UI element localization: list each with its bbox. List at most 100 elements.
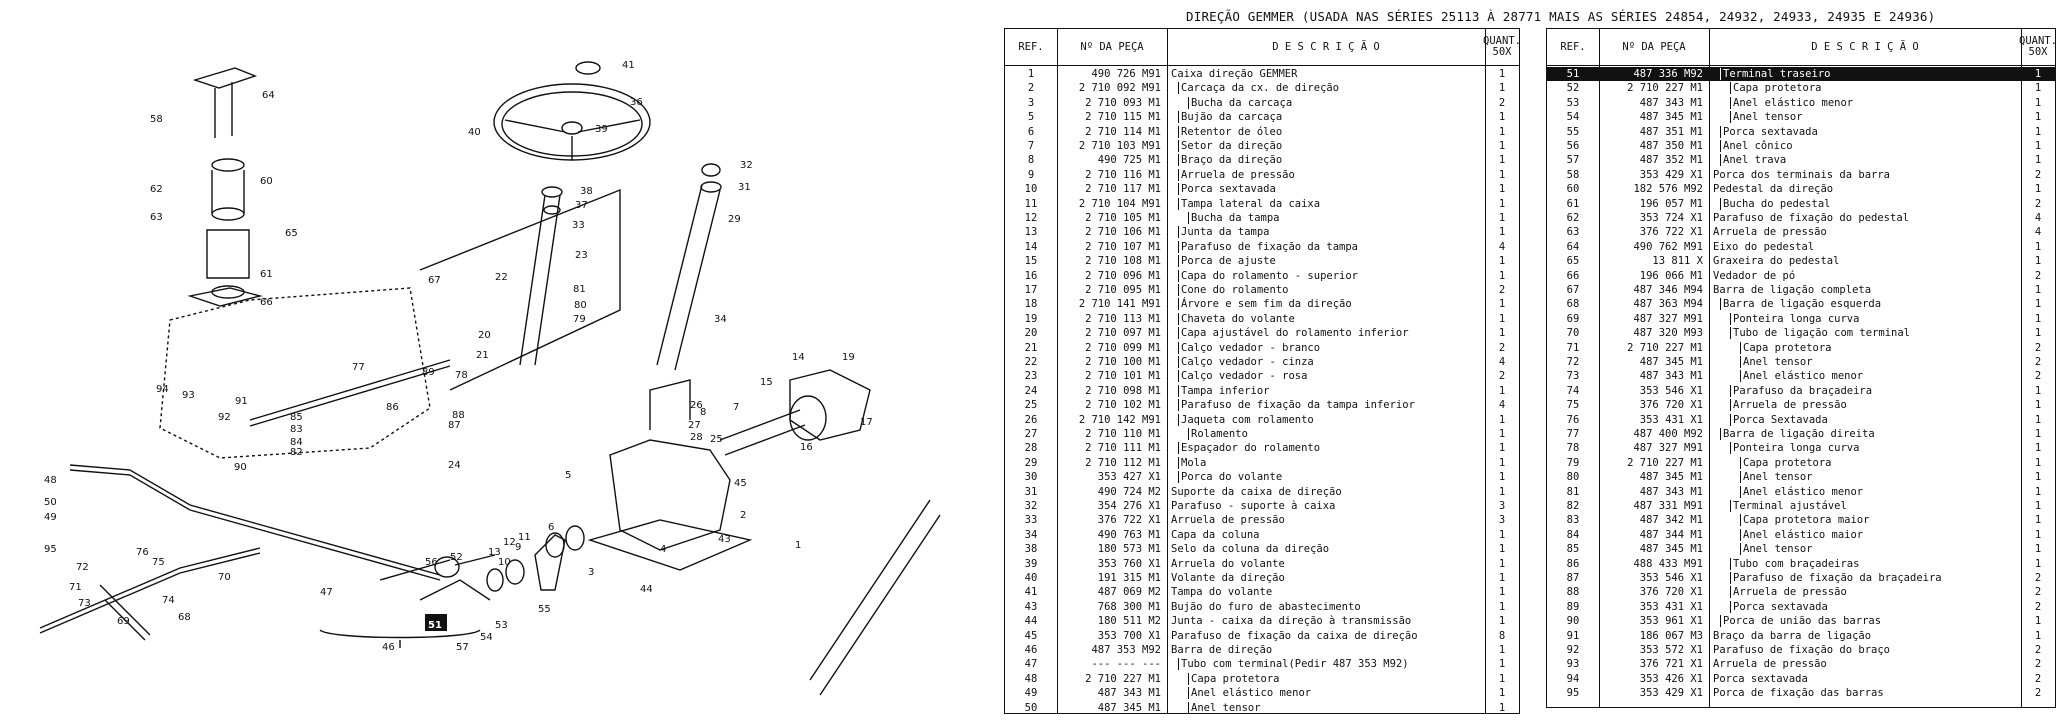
quantity-cell: 1 [1498, 384, 1506, 397]
tree-indent-line [1188, 701, 1189, 714]
header-quantity-label: QUANT. [2019, 35, 2057, 47]
tree-indent-line [1178, 442, 1179, 455]
tree-indent-line [1178, 226, 1179, 239]
quantity-cell: 2 [1498, 96, 1506, 109]
table-row[interactable]: 47--- --- ---Tubo com terminal(Pedir 487… [1005, 657, 1519, 671]
ref-cell: 49 [1024, 687, 1038, 700]
tree-indent-line [1740, 341, 1741, 354]
header-ref: REF. [1560, 40, 1586, 53]
ref-cell: 30 [1024, 471, 1038, 484]
ref-cell: 83 [1566, 514, 1580, 527]
